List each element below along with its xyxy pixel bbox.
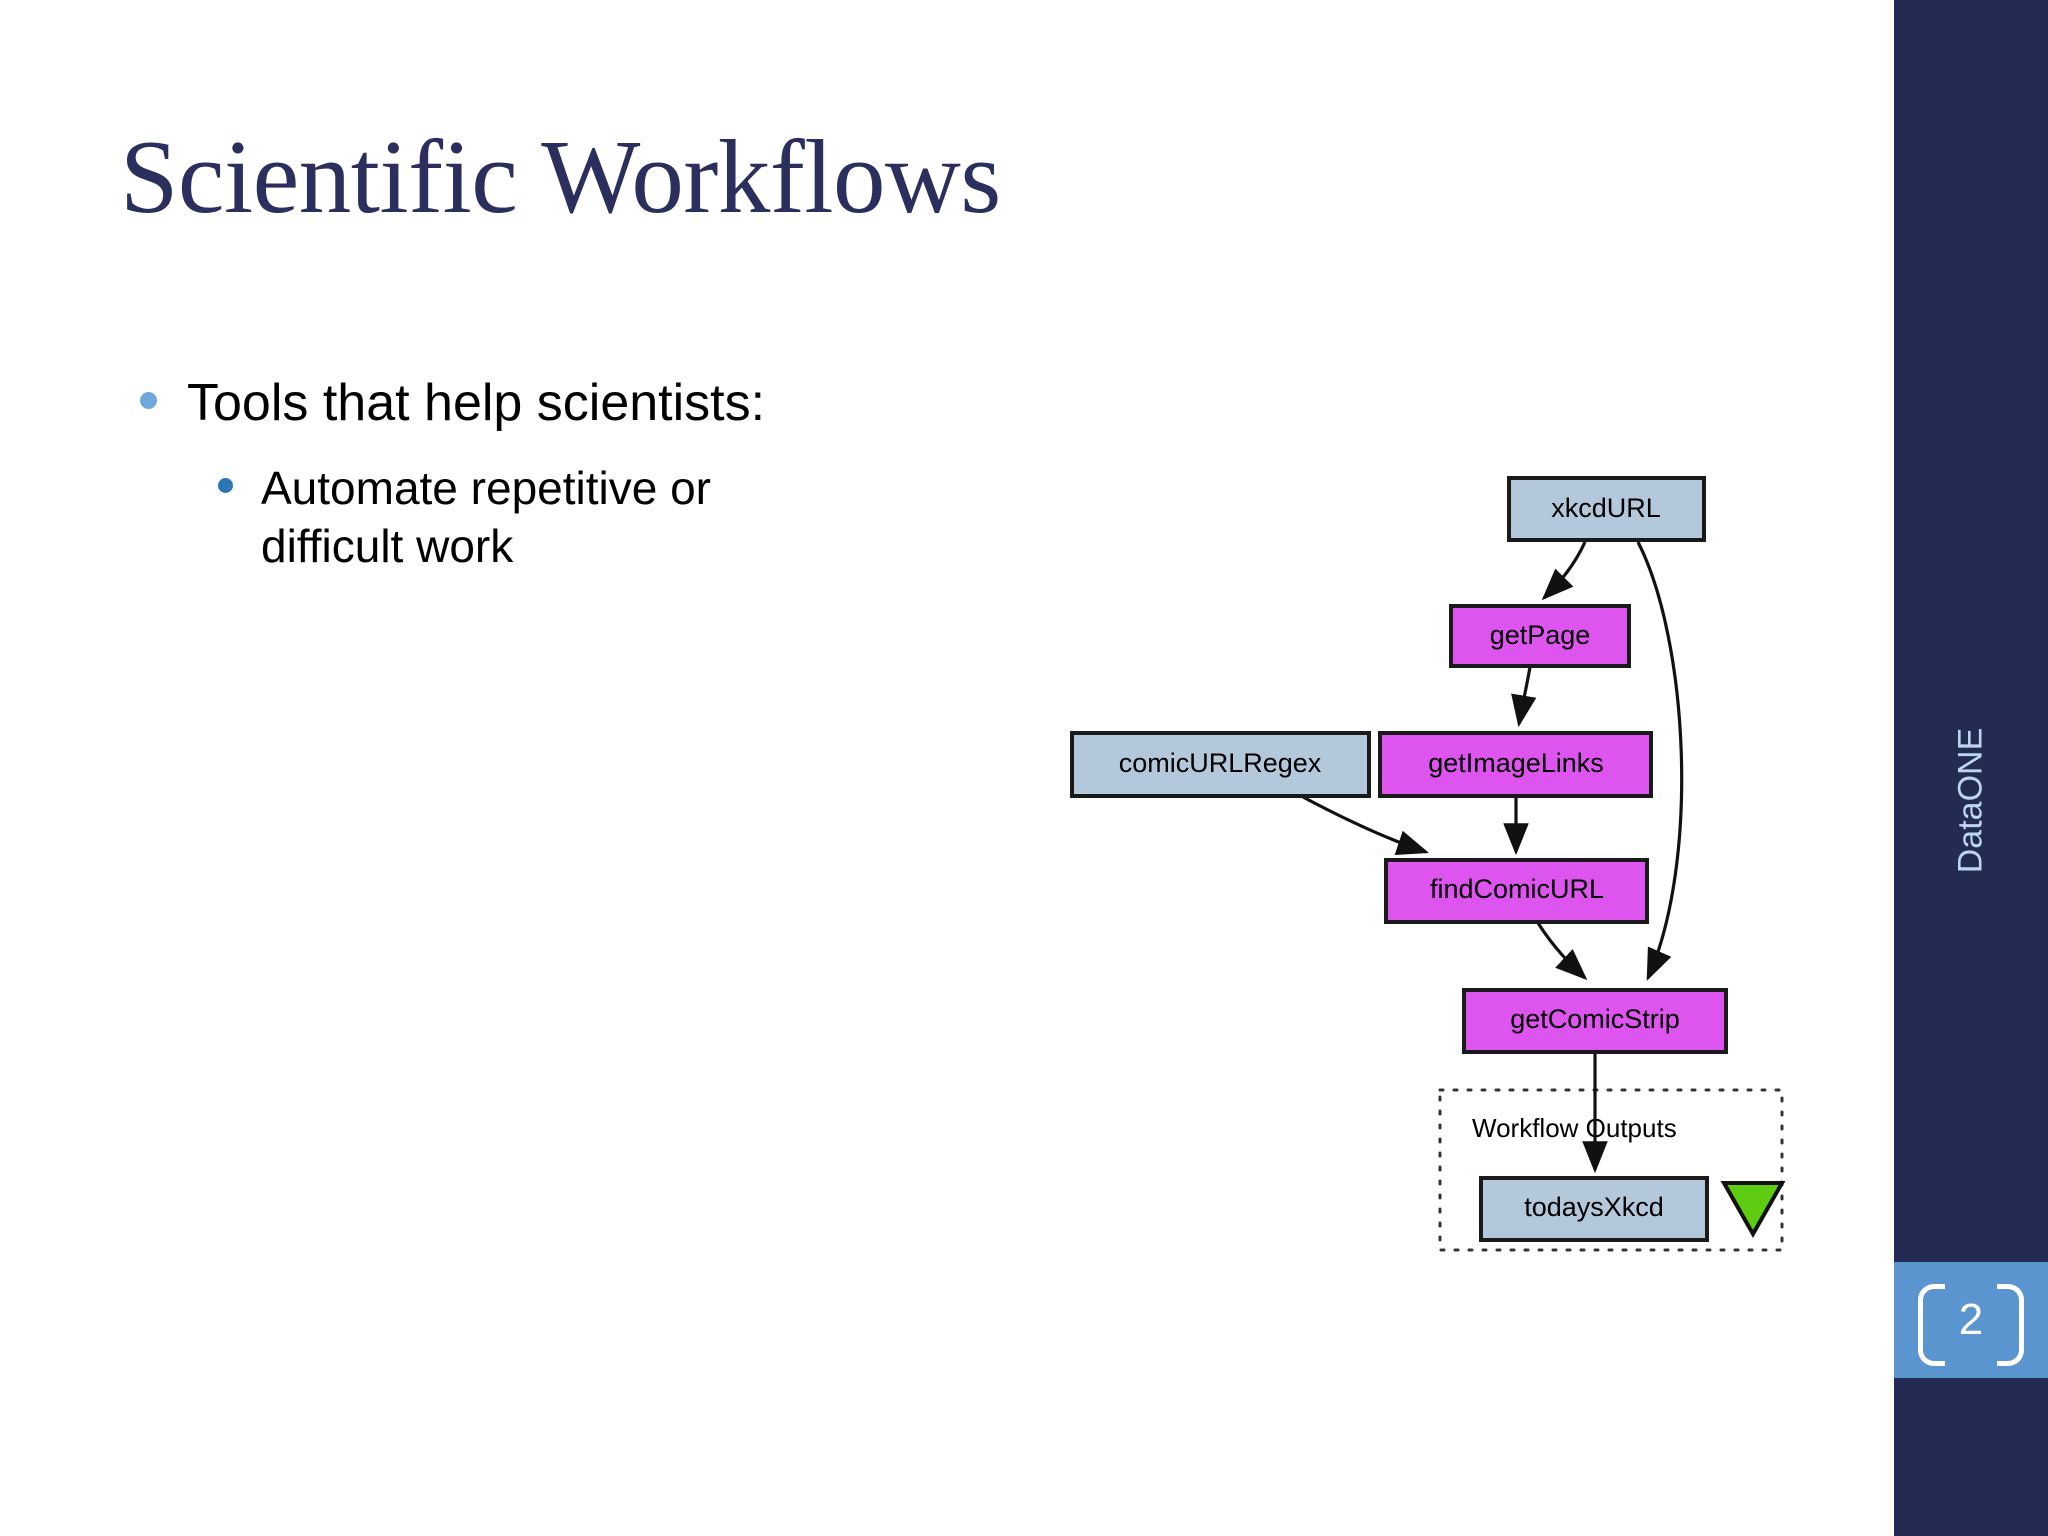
node-label: todaysXkcd [1524, 1192, 1664, 1222]
edge-findcomicurl-getcomicstrip [1536, 922, 1588, 981]
list-item: Tools that help scientists: [140, 370, 1040, 437]
page-title: Scientific Workflows [120, 118, 1001, 235]
page-number-band: 2 [1894, 1262, 2048, 1378]
edge-getpage-getimagelinks [1511, 666, 1537, 728]
node-todaysxkcd[interactable]: todaysXkcd [1479, 1176, 1709, 1242]
node-label: xkcdURL [1551, 493, 1661, 523]
bullet-dot-icon [140, 392, 157, 409]
brand-wrap: DataONE [1894, 690, 2048, 910]
node-getpage[interactable]: getPage [1449, 604, 1631, 668]
node-getimagelinks[interactable]: getImageLinks [1378, 731, 1653, 798]
node-layer: xkcdURL getPage comicURLRegex getImageLi… [1070, 476, 1786, 1242]
edge-xkcdurl-getcomicstrip [1636, 541, 1684, 981]
bullet-text: Tools that help scientists: [187, 374, 766, 432]
page-number: 2 [1958, 1295, 1984, 1344]
node-findcomicurl[interactable]: findComicURL [1384, 858, 1649, 924]
bracket-right-icon [1997, 1284, 2024, 1366]
node-label: comicURLRegex [1119, 748, 1322, 778]
output-marker-triangle-icon [1720, 1181, 1786, 1239]
bullet-list: Tools that help scientists: Automate rep… [140, 370, 1040, 576]
node-label: getPage [1490, 620, 1591, 650]
bullet-text: Automate repetitive or difficult work [261, 461, 712, 573]
node-label: getComicStrip [1510, 1004, 1680, 1034]
workflow-outputs-label: Workflow Outputs [1472, 1113, 1677, 1143]
node-label: findComicURL [1430, 874, 1604, 904]
node-xkcdurl[interactable]: xkcdURL [1507, 476, 1706, 542]
workflow-outputs-group [1438, 1088, 1784, 1252]
edge-xkcdurl-getpage [1541, 541, 1587, 601]
brand-label: DataONE [1951, 727, 1990, 873]
edge-comicurlregex-findcomicurl [1302, 795, 1430, 856]
bracket-left-icon [1918, 1284, 1945, 1366]
node-comicurlregex[interactable]: comicURLRegex [1070, 731, 1371, 798]
bullet-dot-icon [218, 477, 233, 493]
workflow-diagram: Workflow Outputs [1040, 470, 1870, 1260]
list-item: Automate repetitive or difficult work [218, 459, 1040, 577]
node-getcomicstrip[interactable]: getComicStrip [1462, 988, 1728, 1054]
edge-layer [1302, 541, 1684, 1174]
node-label: getImageLinks [1428, 748, 1604, 778]
